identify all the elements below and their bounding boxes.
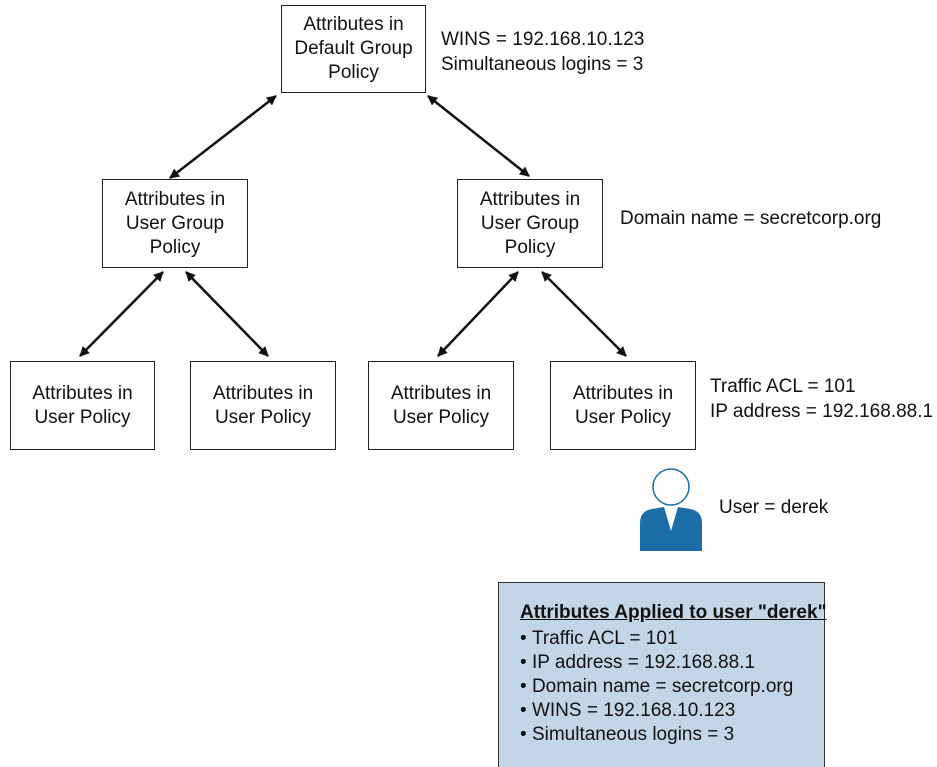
annotation-domain-name: Domain name = secretcorp.org xyxy=(620,208,882,229)
applied-attributes-list: Traffic ACL = 101 IP address = 192.168.8… xyxy=(520,627,824,747)
node-user-policy-3: Attributes in User Policy xyxy=(368,361,514,450)
applied-attribute-item: IP address = 192.168.88.1 xyxy=(520,651,824,675)
edge-default-to-left-group xyxy=(169,95,277,179)
annotation-user: User = derek xyxy=(719,497,829,518)
node-user-policy-1: Attributes in User Policy xyxy=(10,361,155,450)
applied-attributes-title: Attributes Applied to user "derek" xyxy=(520,602,827,623)
applied-attributes-panel: Attributes Applied to user "derek" Traff… xyxy=(498,582,827,767)
applied-attribute-item: Domain name = secretcorp.org xyxy=(520,675,824,699)
user-icon xyxy=(640,468,702,551)
edge-default-to-right-group xyxy=(427,95,530,177)
applied-attribute-item: Simultaneous logins = 3 xyxy=(520,723,824,747)
annotation-traffic-acl: Traffic ACL = 101 xyxy=(710,376,856,397)
default-group-attributes: WINS = 192.168.10.123 Simultaneous login… xyxy=(441,27,644,77)
annotation-simultaneous-logins: Simultaneous logins = 3 xyxy=(441,54,644,75)
user-body xyxy=(640,507,702,551)
node-default-group-policy: Attributes in Default Group Policy xyxy=(281,5,426,93)
node-user-group-policy-right: Attributes in User Group Policy xyxy=(457,179,603,268)
applied-attribute-item: Traffic ACL = 101 xyxy=(520,627,824,651)
edge-right-group-to-policy-3 xyxy=(437,271,519,357)
annotation-wins: WINS = 192.168.10.123 xyxy=(441,29,645,50)
user-policy-attributes: Traffic ACL = 101 IP address = 192.168.8… xyxy=(710,374,933,424)
edge-left-group-to-policy-1 xyxy=(79,271,164,357)
applied-attribute-item: WINS = 192.168.10.123 xyxy=(520,699,824,723)
node-user-policy-4: Attributes in User Policy xyxy=(550,361,696,450)
annotation-ip-address: IP address = 192.168.88.1 xyxy=(710,401,934,422)
user-head xyxy=(652,468,690,506)
node-user-policy-2: Attributes in User Policy xyxy=(190,361,336,450)
node-user-group-policy-left: Attributes in User Group Policy xyxy=(102,179,248,268)
edge-left-group-to-policy-2 xyxy=(185,271,269,357)
edge-right-group-to-policy-4 xyxy=(541,271,627,357)
